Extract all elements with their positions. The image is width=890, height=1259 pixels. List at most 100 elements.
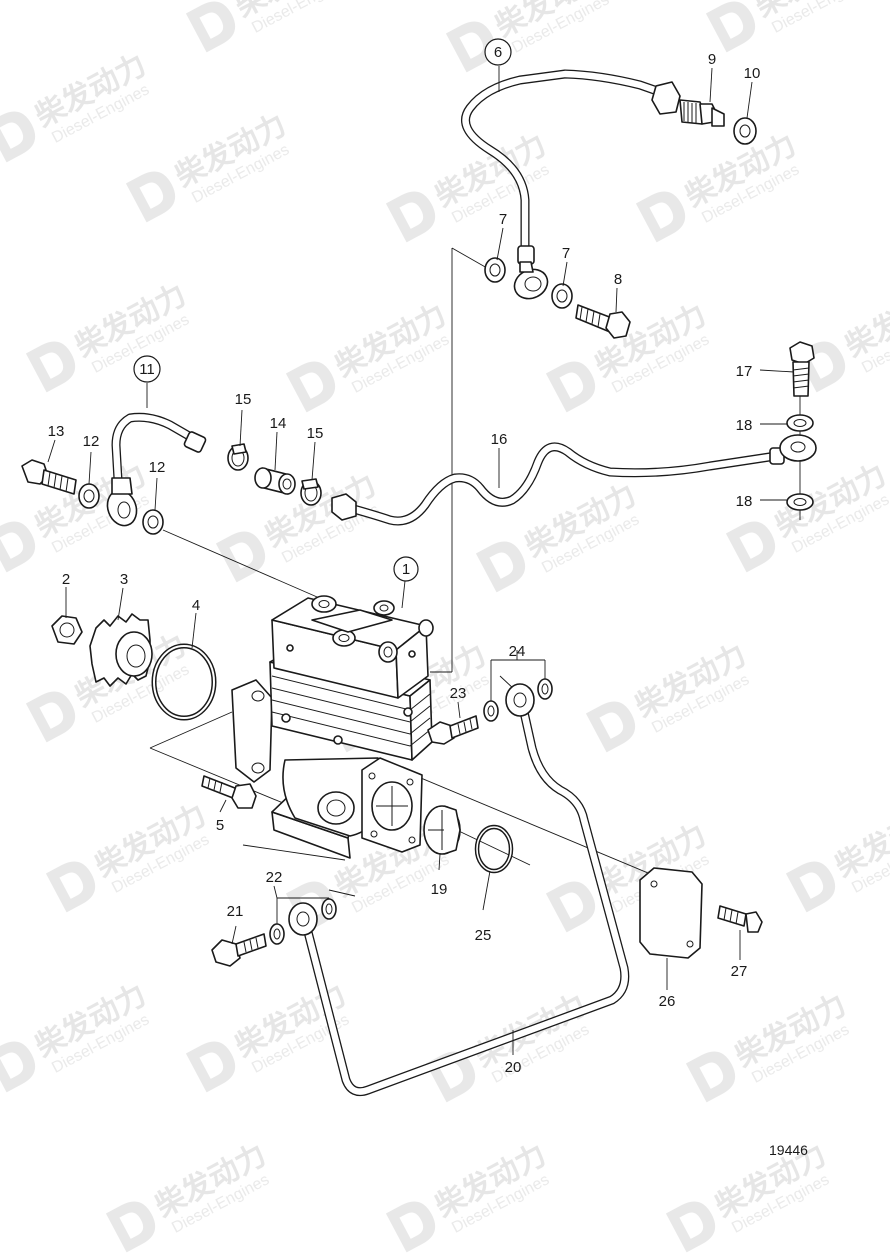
callout-leaders <box>47 66 795 1055</box>
callout-2: 2 <box>62 571 70 588</box>
banjo-bolt-8 <box>575 304 631 339</box>
pipe-20 <box>303 707 630 1097</box>
callout-21: 21 <box>227 903 244 920</box>
callout-6: 6 <box>494 44 502 61</box>
washer-18a <box>786 414 814 432</box>
callout-5: 5 <box>216 817 224 834</box>
centerline-bolt-5 <box>149 747 301 811</box>
banjo-bolt-17 <box>789 341 815 397</box>
banjo-fitting-6 <box>513 261 549 300</box>
watermark-logo-icon <box>25 341 76 393</box>
watermark-logo-icon <box>665 1201 716 1253</box>
cover-plate-26 <box>639 867 703 959</box>
washer-22a <box>269 923 285 945</box>
washer-7a <box>484 257 506 283</box>
watermark-logo-icon <box>25 691 76 743</box>
watermark-logo-icon <box>545 881 596 933</box>
screw-27 <box>717 905 763 933</box>
watermark-logo-icon <box>0 521 36 573</box>
watermark-logo-icon <box>125 171 176 223</box>
callout-27: 27 <box>731 963 748 980</box>
nipple-9 <box>679 99 725 127</box>
watermark-logo-icon <box>475 541 526 593</box>
figure-number: 19446 <box>769 1142 808 1158</box>
callout-3: 3 <box>120 571 128 588</box>
watermark-logo-icon <box>105 1201 156 1253</box>
pipe-6 <box>461 69 681 265</box>
callout-14: 14 <box>270 415 287 432</box>
center-lines <box>149 247 801 879</box>
callout-18b: 18 <box>736 493 753 510</box>
nut-2 <box>51 615 83 645</box>
watermark-logo-icon <box>685 1051 736 1103</box>
washer-7b <box>551 283 573 309</box>
watermark-logo-icon <box>635 191 686 243</box>
watermark-logo-icon <box>215 531 266 583</box>
callout-24: 24 <box>509 643 526 660</box>
cover-19 <box>423 805 461 855</box>
callout-25: 25 <box>475 927 492 944</box>
watermark-logo-icon <box>285 881 336 933</box>
callout-10: 10 <box>744 65 761 82</box>
callout-12a: 12 <box>83 433 100 450</box>
washer-24a <box>483 700 499 722</box>
bolt-5 <box>201 775 257 809</box>
washer-22b <box>321 898 337 920</box>
callout-8: 8 <box>614 271 622 288</box>
washer-24b <box>537 678 553 700</box>
callout-circle-6 <box>484 38 512 66</box>
callout-circle-11 <box>133 355 161 383</box>
pipe-16 <box>331 442 785 526</box>
callout-7b: 7 <box>562 245 570 262</box>
watermark-logo-icon <box>705 1 756 53</box>
o-ring-25 <box>474 824 514 874</box>
watermark-logo-icon <box>545 361 596 413</box>
watermark-logo-icon <box>725 521 776 573</box>
washer-18b <box>786 493 814 511</box>
washer-12a <box>78 483 100 509</box>
callout-15b: 15 <box>307 425 324 442</box>
centerline-banjo-left <box>162 529 325 601</box>
callout-22: 22 <box>266 869 283 886</box>
callout-23: 23 <box>450 685 467 702</box>
watermark-logo-icon <box>385 1201 436 1253</box>
watermark-logo-icon <box>285 361 336 413</box>
washer-10 <box>733 117 757 145</box>
callout-19: 19 <box>431 881 448 898</box>
watermark-logo-icon <box>0 111 36 163</box>
watermark-logo-icon <box>785 861 836 913</box>
callout-12b: 12 <box>149 459 166 476</box>
callout-11: 11 <box>139 361 155 378</box>
centerline-bolt-5b <box>149 711 233 749</box>
washer-12b <box>142 509 164 535</box>
bolt-23 <box>427 715 479 745</box>
callout-9: 9 <box>708 51 716 68</box>
callout-circle-1 <box>393 556 419 582</box>
callout-4: 4 <box>192 597 200 614</box>
watermark-logo-icon <box>45 861 96 913</box>
watermark-logo-icon <box>0 1041 36 1093</box>
banjo-fitting-20-top <box>505 683 535 717</box>
hose-14 <box>254 467 296 495</box>
callout-13: 13 <box>48 423 65 440</box>
watermark-logo-icon <box>585 701 636 753</box>
callout-18a: 18 <box>736 417 753 434</box>
